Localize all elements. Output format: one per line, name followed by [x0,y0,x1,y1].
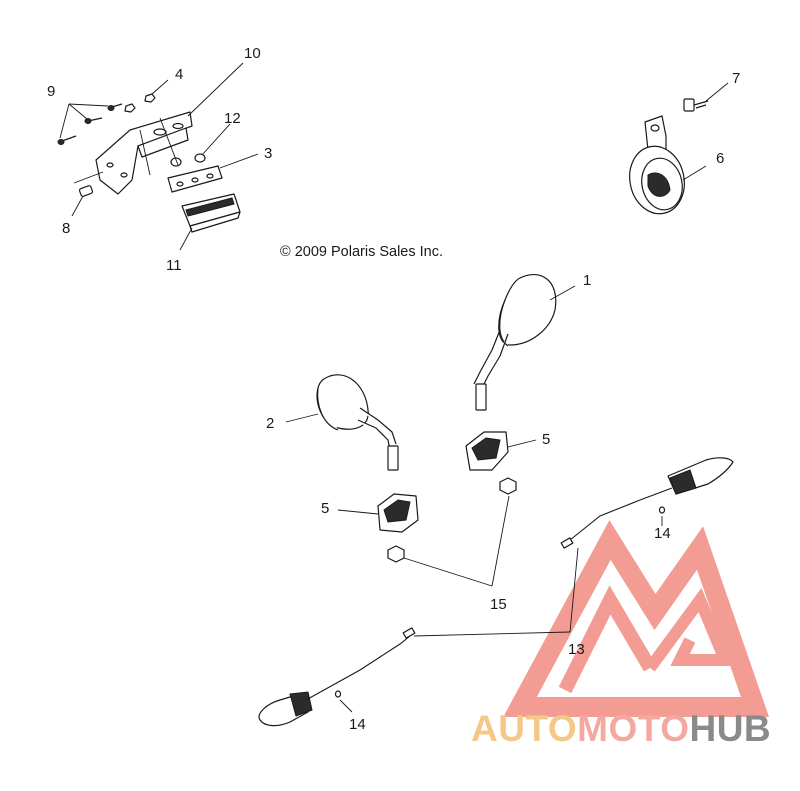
grommet [194,153,206,163]
mirror-right [473,273,576,411]
screw [84,117,103,124]
watermark-auto: AUTO [471,708,577,749]
watermark-logo [503,520,770,717]
mirror-mount-left [337,493,419,533]
callout-9: 9 [47,83,55,100]
horn-assembly [629,82,729,215]
license-bracket-assembly [57,62,259,251]
callout-12: 12 [224,110,241,127]
grommet [170,157,182,167]
nut [499,477,517,495]
copyright-text: © 2009 Polaris Sales Inc. [280,244,443,260]
callout-5-left: 5 [321,500,329,517]
callout-11: 11 [166,257,182,274]
screw [107,103,123,111]
nut [144,93,156,103]
nut [387,545,405,563]
horn [629,145,685,215]
horn-bolt [683,98,709,112]
callout-5-right: 5 [542,431,550,448]
mirror-left [285,374,399,471]
mirror-mount-right [465,431,537,471]
callout-14-left: 14 [349,716,366,733]
callout-8: 8 [62,220,70,237]
callout-4: 4 [175,66,183,83]
screw [57,135,77,145]
watermark-hub: HUB [689,708,771,749]
callout-15: 15 [490,596,507,613]
turn-signal-left [258,627,416,727]
turn-signal-right [560,457,734,549]
callout-7: 7 [732,70,740,87]
callout-1: 1 [583,272,591,289]
callout-13: 13 [568,641,585,658]
spacer [78,185,94,197]
callout-3: 3 [264,145,272,162]
nut [124,103,136,113]
callout-6: 6 [716,150,724,167]
watermark-moto: MOTO [577,708,689,749]
watermark-text: AUTOMOTOHUB [471,708,771,749]
callout-10: 10 [244,45,261,62]
callout-14-right: 14 [654,525,671,542]
callout-2: 2 [266,415,274,432]
